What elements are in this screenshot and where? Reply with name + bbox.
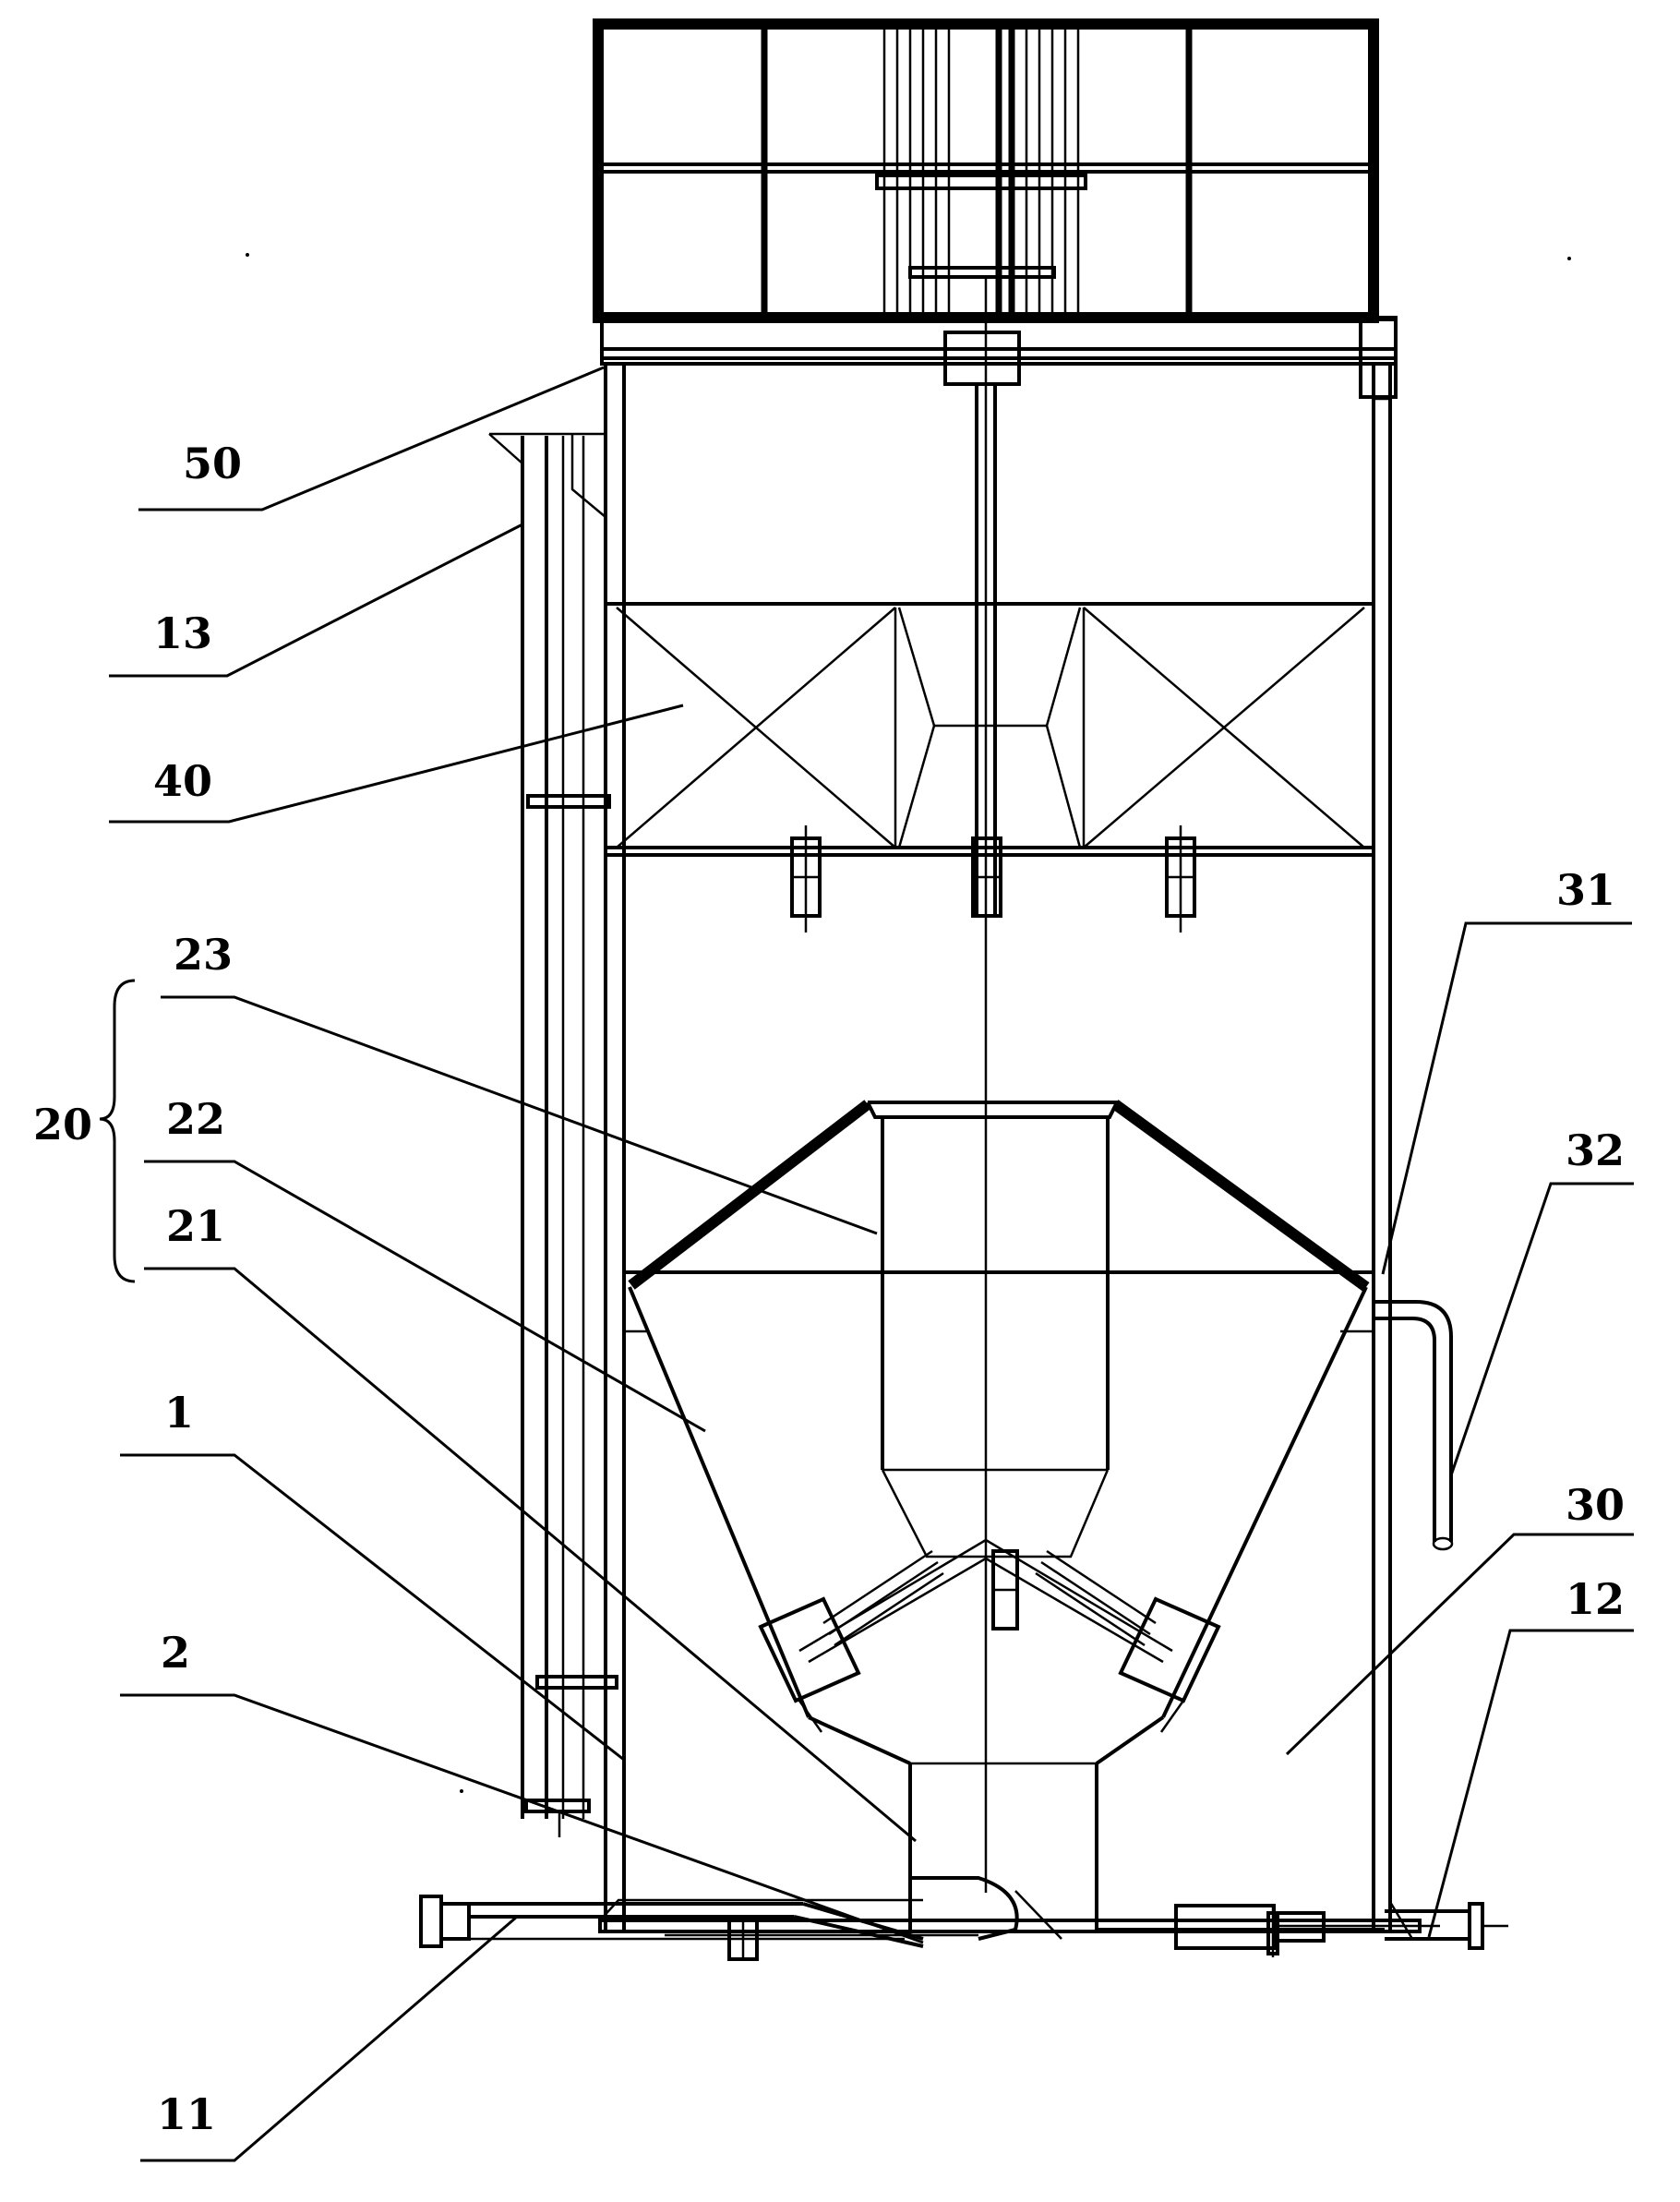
label-1: 1: [164, 1388, 194, 1438]
label-30: 30: [1566, 1480, 1625, 1530]
leader-lines: [99, 366, 1634, 2162]
central-shaft: [975, 277, 997, 1893]
label-21: 21: [166, 1201, 225, 1251]
scan-specks: [246, 253, 1571, 1793]
label-40: 40: [153, 756, 212, 806]
overflow-pipe: [1374, 1300, 1454, 1551]
label-31: 31: [1556, 865, 1615, 915]
top-frame: [593, 18, 1379, 323]
label-20: 20: [33, 1100, 92, 1149]
reference-labels: 50 13 40 23 20 22 21 1 2 11 31 32 30 12: [33, 439, 1625, 2139]
bolt-right: [1165, 825, 1196, 933]
label-50: 50: [183, 439, 242, 488]
label-13: 13: [153, 608, 212, 658]
packing-section: [606, 602, 1374, 857]
bolt-center: [971, 836, 1002, 918]
label-32: 32: [1566, 1125, 1625, 1175]
cone-assembly: [624, 1100, 1374, 1930]
label-23: 23: [174, 930, 233, 980]
vessel-walls: [570, 364, 1392, 1930]
label-12: 12: [1566, 1574, 1625, 1624]
label-11: 11: [157, 2089, 216, 2139]
label-2: 2: [161, 1628, 190, 1678]
label-22: 22: [166, 1094, 225, 1144]
bottom-piping: [419, 1876, 1508, 1961]
top-flange-plate: [600, 316, 1398, 399]
side-pipe: [488, 432, 618, 1837]
bolt-left: [790, 825, 822, 933]
